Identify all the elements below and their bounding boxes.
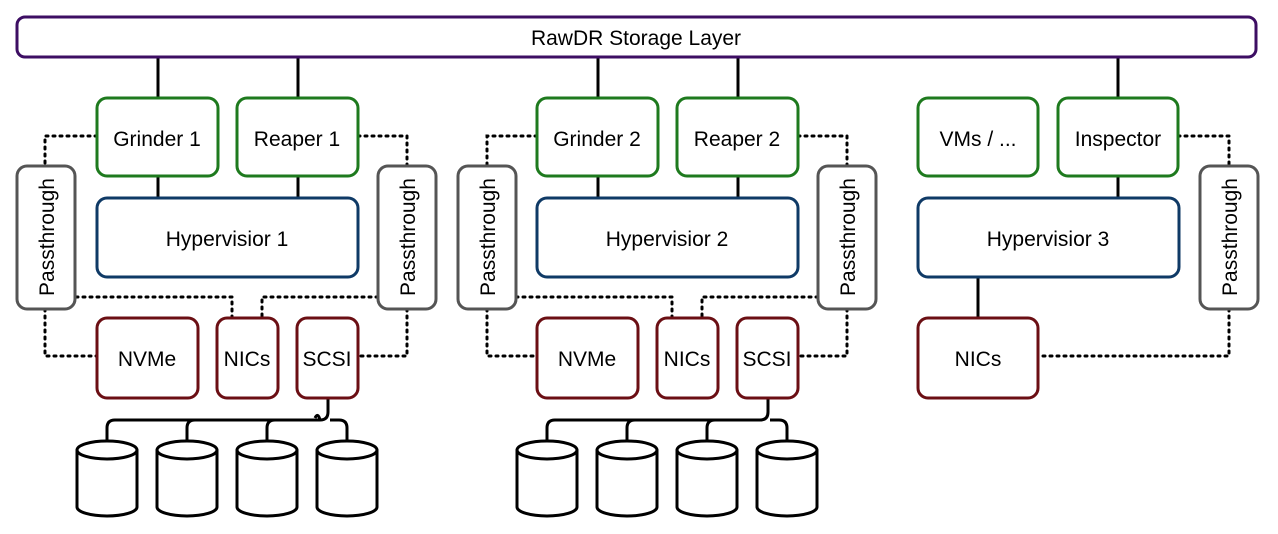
vm-box: [916, 96, 1040, 178]
storage-layer-bar: RawDR Storage Layer: [15, 15, 1258, 59]
hypervisor-label: Hypervisior 2: [606, 228, 729, 251]
host-3: VMs / ... Inspector Hypervisior 3 Passth…: [916, 96, 1260, 400]
device-label: NVMe: [558, 348, 616, 371]
hypervisor-box: [95, 196, 360, 279]
vm-label: Reaper 2: [694, 128, 780, 151]
device-label: NVMe: [118, 348, 176, 371]
vm-box: [95, 96, 220, 178]
vm-box: [675, 96, 800, 178]
device-label: SCSI: [302, 348, 351, 371]
vm-label: Grinder 1: [113, 128, 201, 151]
device-box: [215, 316, 280, 400]
host-2: Grinder 2 Reaper 2 Hypervisior 2 Passthr…: [456, 96, 878, 518]
device-box: [735, 316, 800, 400]
device-label: NICs: [224, 348, 271, 371]
passthrough-box: [456, 164, 518, 311]
hypervisor-label: Hypervisior 1: [166, 228, 289, 251]
vm-label: Inspector: [1075, 128, 1161, 151]
device-box: [295, 316, 360, 400]
passthrough-label: Passthrough: [1219, 178, 1242, 296]
disk-icon: [675, 439, 739, 518]
disk-icon: [315, 439, 379, 518]
device-box: [95, 316, 200, 400]
vm-box: [535, 96, 660, 178]
disk-icon: [155, 439, 219, 518]
vm-box: [1056, 96, 1180, 178]
host-1: Grinder 1 Reaper 1 Hypervisior 1 Passthr…: [15, 96, 438, 518]
disk-icon: [595, 439, 659, 518]
vm-box: [235, 96, 360, 178]
connectors: [43, 57, 1231, 440]
device-box: [655, 316, 720, 400]
passthrough-box: [1198, 164, 1260, 311]
disk-icon: [75, 439, 139, 518]
passthrough-label: Passthrough: [36, 178, 59, 296]
disk-icon: [235, 439, 299, 518]
passthrough-label: Passthrough: [477, 178, 500, 296]
hypervisor-box: [535, 196, 800, 279]
passthrough-label: Passthrough: [397, 178, 420, 296]
device-label: SCSI: [742, 348, 791, 371]
device-box: [535, 316, 640, 400]
passthrough-box: [376, 164, 438, 311]
vm-label: VMs / ...: [939, 128, 1016, 151]
passthrough-label: Passthrough: [837, 178, 860, 296]
vm-label: Grinder 2: [553, 128, 641, 151]
disk-icon: [755, 439, 819, 518]
hypervisor-label: Hypervisior 3: [987, 228, 1110, 251]
device-box: [916, 316, 1040, 400]
device-label: NICs: [955, 348, 1002, 371]
vm-label: Reaper 1: [254, 128, 340, 151]
passthrough-box: [816, 164, 878, 311]
device-label: NICs: [664, 348, 711, 371]
disk-icon: [515, 439, 579, 518]
passthrough-box: [15, 164, 77, 311]
storage-layer-label: RawDR Storage Layer: [531, 27, 741, 50]
hypervisor-box: [916, 196, 1181, 279]
